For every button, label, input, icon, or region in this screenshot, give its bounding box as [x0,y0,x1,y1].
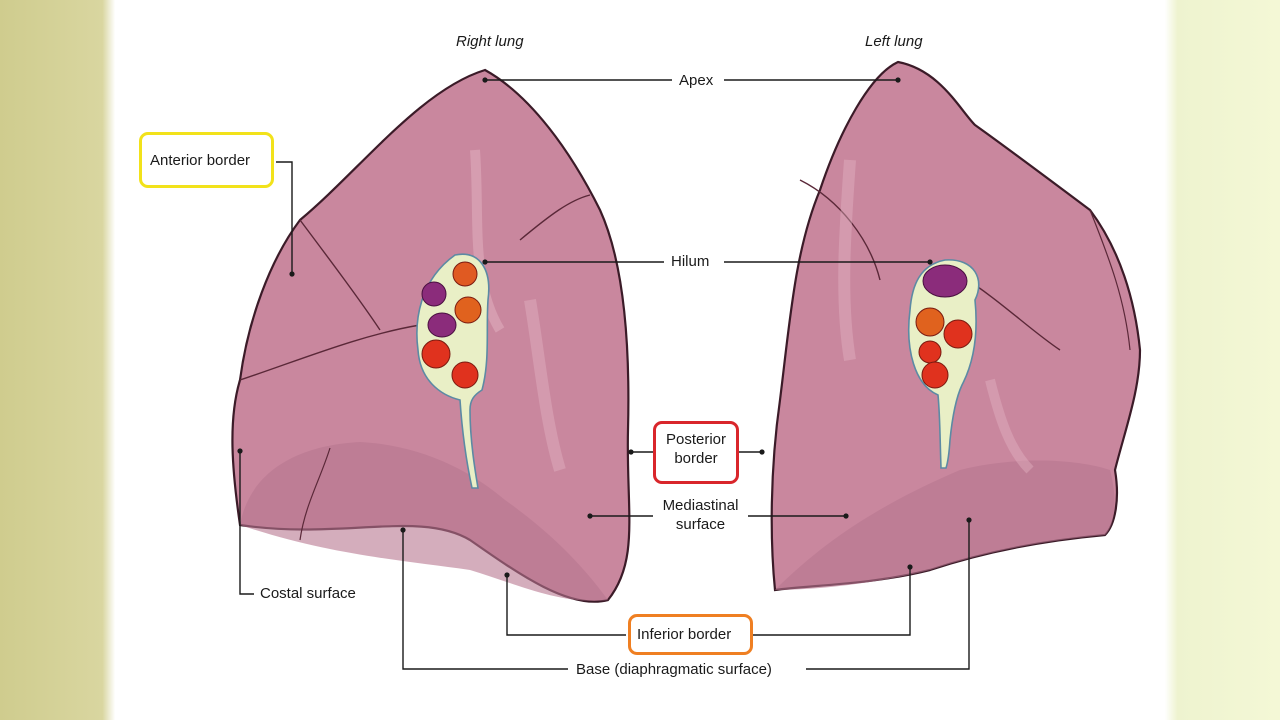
anterior-border-highlight [139,132,274,188]
inferior-border-label: Inferior border [637,626,732,643]
right-lung [231,68,631,603]
mediastinal-surface-label-line2: surface [675,515,726,533]
posterior-border-label-line2: border [674,449,718,467]
diagram-stage: Right lung Left lung Apex Anterior borde… [115,0,1165,720]
lungs-illustration [231,60,1142,670]
posterior-border-label-line1: Posterior [665,431,727,448]
right-lung-title: Right lung [456,33,524,50]
posterior-border-highlight [653,421,739,484]
left-lung-title: Left lung [865,33,923,50]
posterior-border-label: Posterior border [658,431,734,469]
costal-surface-label: Costal surface [260,585,356,602]
left-lung [770,60,1142,592]
mediastinal-surface-label-line1: Mediastinal [662,497,739,514]
hilum-label: Hilum [671,253,710,270]
inferior-border-highlight [628,614,753,655]
leader-lines [239,79,970,670]
anterior-border-label: Anterior border [150,152,251,169]
mediastinal-surface-label: Mediastinal surface [653,497,748,535]
base-label: Base (diaphragmatic surface) [576,661,772,678]
apex-label: Apex [679,72,714,89]
leader-dots [237,77,972,578]
